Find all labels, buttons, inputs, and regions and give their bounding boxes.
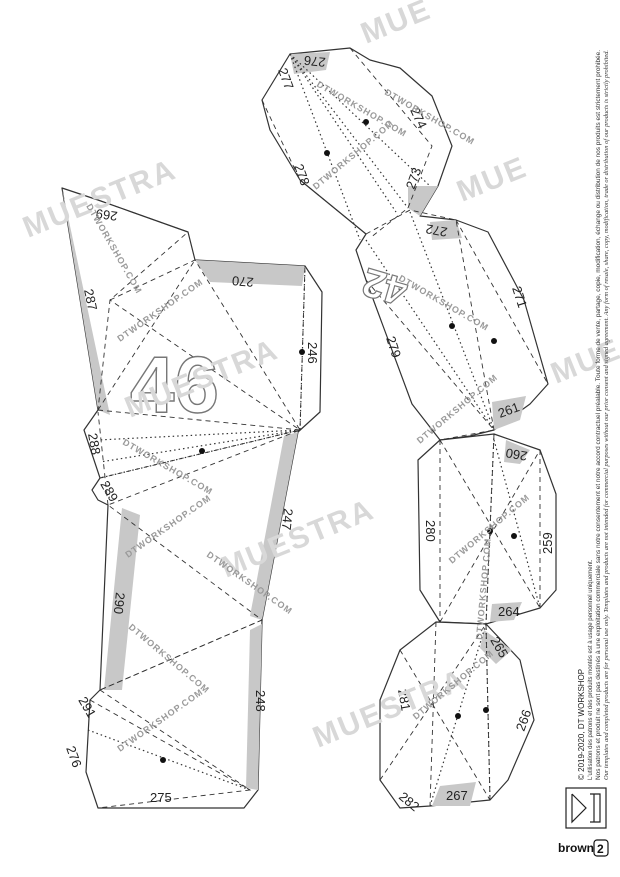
- edge-label: 264: [498, 604, 520, 619]
- edge-label: 278: [291, 162, 313, 188]
- edge-label: 276: [63, 744, 85, 770]
- edge-label: 260: [505, 445, 529, 464]
- valley-dot: [299, 349, 305, 355]
- edge-label: 279: [383, 334, 404, 359]
- piece-number-46: 46: [130, 340, 219, 429]
- glue-tab: [62, 188, 110, 415]
- upper-right-piece: 42 276 277 274 278 273 272 271 279 261: [261, 47, 549, 441]
- legal-fr-1: L'utilisation des patrons et des produit…: [588, 559, 594, 780]
- left-piece: 46 269 270 287 246 288 289 247 290 248 2…: [61, 187, 323, 809]
- page-number-box: [593, 839, 609, 857]
- edge-label: 266: [513, 708, 535, 734]
- fold-line: [99, 619, 263, 691]
- watermark-mue: MUE: [452, 151, 532, 209]
- legal-notice: © 2019-2020, DT WORKSHOP L'utilisation d…: [577, 50, 610, 780]
- edge-label: 275: [150, 790, 172, 805]
- valley-dot: [491, 338, 497, 344]
- watermark-mue: MUE: [356, 0, 436, 50]
- edge-label: 267: [446, 788, 468, 803]
- glue-tab: [195, 260, 305, 286]
- valley-dot: [324, 150, 330, 156]
- edge-label: 280: [423, 520, 438, 542]
- edge-label: 248: [253, 690, 268, 712]
- glue-tab: [408, 186, 438, 216]
- fold-line: [97, 411, 109, 506]
- valley-dot: [363, 119, 369, 125]
- valley-dot: [160, 757, 166, 763]
- fold-line: [455, 219, 549, 385]
- valley-line: [299, 265, 306, 431]
- edge-label: 288: [85, 432, 104, 456]
- valley-dot: [199, 448, 205, 454]
- glue-tab: [490, 602, 522, 622]
- upper-piece-outline: [261, 47, 549, 441]
- valley-line: [289, 53, 397, 213]
- valley-line: [409, 211, 495, 431]
- valley-line: [289, 53, 409, 209]
- edge-label: 261: [496, 399, 522, 421]
- fold-line: [97, 259, 196, 411]
- edge-label: 272: [425, 221, 449, 240]
- lower-right-piece: 265 281 266 267 282: [379, 621, 535, 814]
- middle-right-piece: 260 280 259 264: [417, 433, 557, 625]
- legal-fr-2: Nos patrons et produit ne sont pas desti…: [596, 50, 602, 780]
- valley-line: [99, 429, 301, 479]
- edge-label: 271: [509, 284, 530, 309]
- valley-line: [87, 729, 251, 791]
- edge-label: 276: [303, 53, 326, 70]
- fold-line: [365, 279, 495, 441]
- color-name: brown: [558, 841, 594, 855]
- edge-label: 259: [540, 532, 555, 554]
- fold-line: [399, 649, 491, 801]
- glue-tab: [480, 630, 512, 664]
- page-number: 2: [597, 842, 604, 856]
- fold-line: [349, 47, 433, 239]
- glue-tab: [430, 220, 462, 240]
- valley-line: [289, 53, 431, 187]
- edge-label: 277: [275, 66, 297, 92]
- edge-label: 273: [403, 166, 425, 192]
- fold-line: [485, 623, 491, 801]
- fold-line: [365, 209, 495, 431]
- valley-dot: [455, 713, 461, 719]
- legal-en-1: Our templates and completed products are…: [603, 50, 610, 780]
- edge-label: 247: [279, 508, 296, 531]
- valley-line: [493, 439, 541, 609]
- valley-dot: [487, 528, 493, 534]
- edge-label: 270: [231, 273, 254, 290]
- fold-line: [89, 699, 251, 791]
- fold-line: [439, 449, 541, 623]
- fold-line: [439, 439, 541, 609]
- edge-label: 269: [95, 206, 119, 224]
- glue-tab: [432, 782, 476, 806]
- dt-workshop-logo: [565, 787, 607, 829]
- glue-tab: [250, 432, 298, 620]
- fold-line: [429, 621, 437, 807]
- edge-label: 246: [305, 342, 320, 364]
- valley-dot: [483, 707, 489, 713]
- copyright-text: © 2019-2020, DT WORKSHOP: [577, 669, 586, 780]
- valley-dot: [449, 323, 455, 329]
- fold-line: [379, 623, 487, 781]
- glue-tab: [504, 440, 530, 464]
- glue-tab: [492, 396, 526, 430]
- fold-line: [261, 99, 367, 235]
- valley-dot: [511, 533, 517, 539]
- glue-tab: [246, 624, 262, 790]
- fold-line: [109, 259, 301, 431]
- valley-line: [289, 53, 361, 241]
- edge-label: 290: [111, 592, 128, 615]
- glue-tab: [104, 508, 140, 690]
- glue-tab: [290, 52, 330, 74]
- edge-label: 281: [395, 688, 414, 712]
- fold-line: [97, 199, 189, 411]
- edge-label: 287: [81, 288, 100, 312]
